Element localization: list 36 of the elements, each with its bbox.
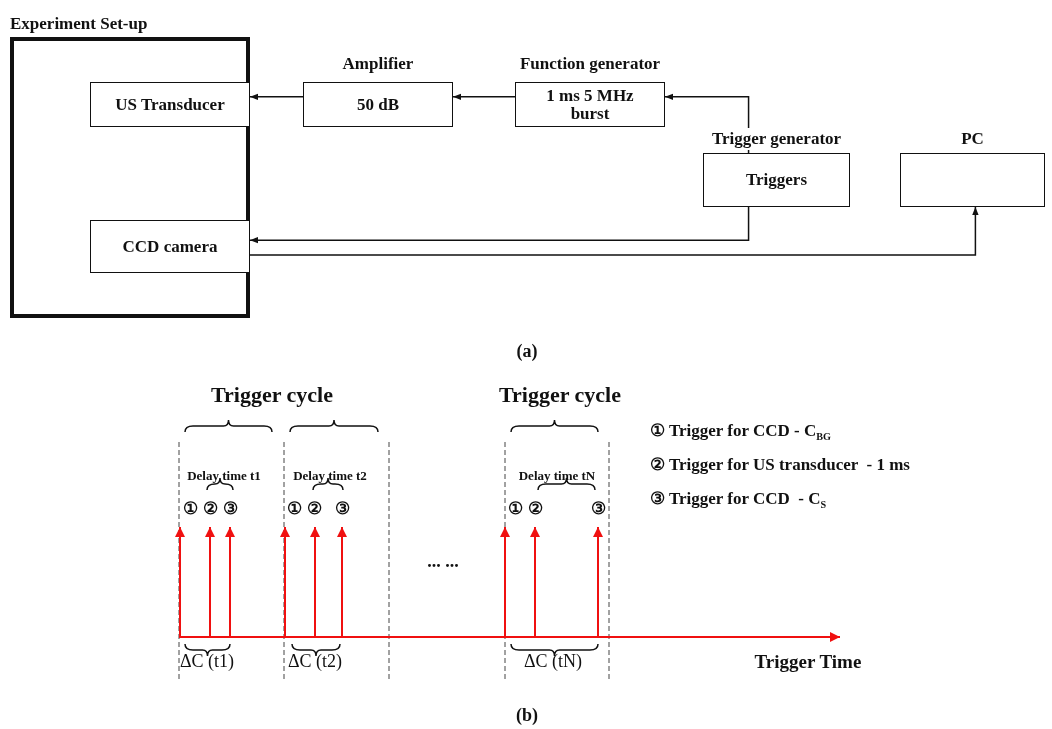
box-text: US Transducer [114, 95, 226, 114]
delay-label: Delay time t1 [187, 469, 261, 482]
legend-text: ① Trigger for CCD - C$_{BG}$ [650, 422, 831, 443]
process-box [90, 220, 250, 273]
trigger-number: ③ [334, 500, 350, 517]
trigger-number: ② [202, 500, 218, 517]
trigger-number: ③ [222, 500, 238, 517]
delay-label: Delay time tN [518, 469, 596, 482]
legend-text: ③ Trigger for CCD - C$_{S}$ [650, 490, 827, 511]
panel-label: (a) [516, 342, 538, 360]
trigger-number: ③ [590, 500, 606, 517]
arrow [249, 206, 979, 256]
legend-text: ② Trigger for US transducer - 1 ms [650, 456, 910, 473]
axis-label: Trigger Time [754, 652, 862, 671]
box-text: Triggers [744, 171, 809, 189]
arrow [249, 93, 304, 101]
cycle-label: Trigger cycle [499, 384, 621, 406]
trigger-number: ① [286, 500, 302, 517]
delay-label: Delay time t2 [293, 469, 367, 482]
delta-label: ΔC (tN) [523, 652, 583, 670]
box-text: 1 ms 5 MHz burst [545, 86, 635, 123]
box-text: 50 dB [355, 95, 400, 114]
cycle-label: Trigger cycle [211, 384, 333, 406]
box-text: CCD camera [121, 237, 219, 256]
delta-label: ΔC (t1) [179, 652, 235, 670]
trigger-number: ① [182, 500, 198, 517]
panel-label: (b) [516, 706, 538, 724]
arrow [452, 93, 516, 101]
trigger-number: ② [527, 500, 543, 517]
arrow [249, 206, 750, 244]
ellipsis-text: ... ... [427, 552, 459, 570]
trigger-number: ② [306, 500, 322, 517]
process-box [90, 82, 250, 127]
trigger-number: ① [507, 500, 523, 517]
delta-label: ΔC (t2) [287, 652, 343, 670]
block-heading: Trigger generator [709, 128, 844, 150]
